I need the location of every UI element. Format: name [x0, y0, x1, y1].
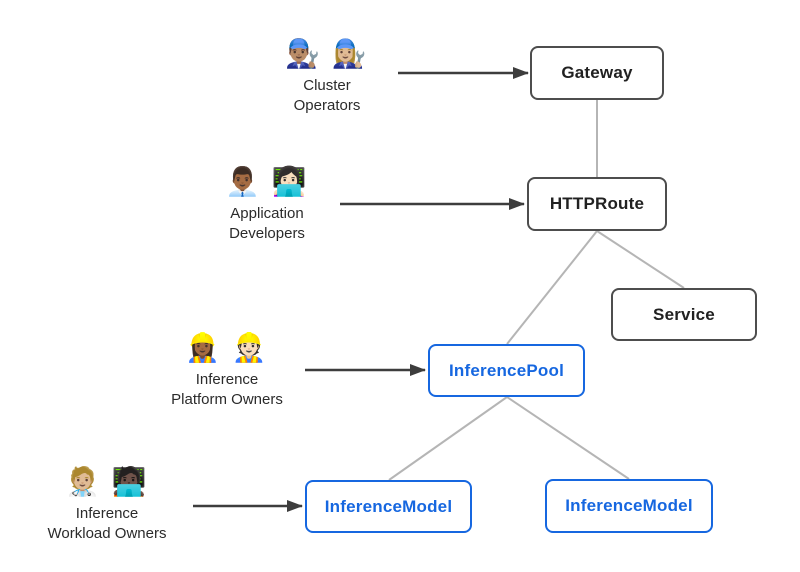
actor-application-developers: 👨🏾‍💼 👩🏻‍💻 Application Developers: [167, 164, 367, 244]
connector-httproute-service: [596, 230, 685, 289]
node-inferencemodel-left: InferenceModel: [305, 480, 472, 533]
node-inferencemodel-left-label: InferenceModel: [324, 496, 453, 516]
node-service-label: Service: [653, 304, 715, 324]
mechanics-emoji-icon: 👨🏽‍🔧 👩🏼‍🔧: [285, 38, 369, 69]
node-httproute: HTTPRoute: [527, 177, 667, 231]
actor-inference-workload-owners: 🧑🏼‍⚕️ 🧑🏿‍💻 Inference Workload Owners: [7, 464, 207, 544]
node-inferencemodel-right: InferenceModel: [545, 479, 713, 533]
actor-inference-platform-owners: 👷🏾‍♀️ 👷🏻 Inference Platform Owners: [117, 330, 337, 410]
node-inferencepool-label: InferencePool: [448, 360, 565, 380]
actor-cluster-operators-label: Cluster Operators: [293, 77, 361, 114]
node-gateway: Gateway: [530, 46, 664, 100]
node-inferencepool: InferencePool: [428, 344, 585, 397]
actor-application-developers-label: Application Developers: [229, 205, 305, 242]
connector-inferencepool-inferencemodel-left: [388, 396, 508, 481]
connector-httproute-inferencepool: [506, 230, 598, 345]
construction-workers-emoji-icon: 👷🏾‍♀️ 👷🏻: [185, 332, 269, 363]
connector-inferencepool-inferencemodel-right: [506, 396, 630, 480]
actor-cluster-operators: 👨🏽‍🔧 👩🏼‍🔧 Cluster Operators: [227, 36, 427, 116]
actor-inference-platform-owners-label: Inference Platform Owners: [171, 371, 283, 408]
node-inferencemodel-right-label: InferenceModel: [565, 496, 693, 515]
node-httproute-label: HTTPRoute: [549, 194, 645, 213]
actor-inference-workload-owners-label: Inference Workload Owners: [47, 505, 167, 542]
workload-owners-emoji-icon: 🧑🏼‍⚕️ 🧑🏿‍💻: [65, 466, 149, 497]
node-gateway-label: Gateway: [561, 63, 633, 82]
node-service: Service: [611, 288, 757, 341]
developers-emoji-icon: 👨🏾‍💼 👩🏻‍💻: [225, 166, 309, 197]
